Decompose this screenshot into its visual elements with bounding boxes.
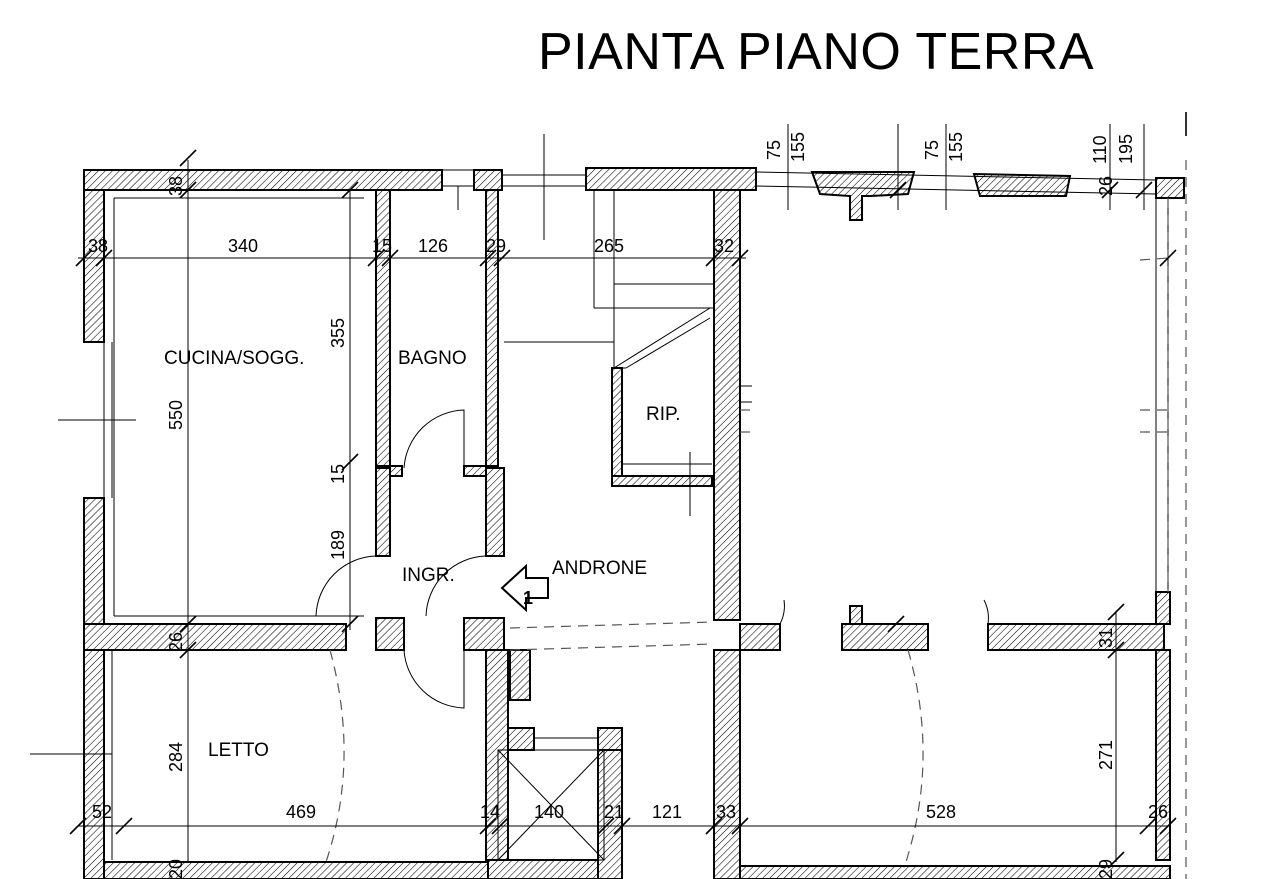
dim-label: 110 <box>1090 135 1110 164</box>
wall-kitchen-bedroom <box>83 623 347 651</box>
wall-top-pillar <box>473 169 503 191</box>
dim-label: 75 <box>764 140 784 160</box>
dim-label: 29 <box>1096 859 1116 879</box>
room-label-ingr: INGR. <box>402 565 455 586</box>
dim-label: 32 <box>714 236 734 256</box>
room-label-bagno: BAGNO <box>398 348 467 369</box>
dim-label: 126 <box>418 236 448 256</box>
dim-label: 26 <box>166 632 186 652</box>
entrance-marker: 1 <box>523 588 533 608</box>
wall-kitchen-ingr <box>375 467 391 557</box>
dim-label: 550 <box>166 400 186 430</box>
dim-label: 271 <box>1096 740 1116 770</box>
dim-label: 284 <box>166 742 186 772</box>
room-labels: CUCINA/SOGG. BAGNO RIP. INGR. ANDRONE LE… <box>164 348 681 761</box>
dim-label: 33 <box>716 802 736 822</box>
dim-label: 29 <box>486 236 506 256</box>
dim-label: 15 <box>372 236 392 256</box>
room-label-letto: LETTO <box>208 740 269 761</box>
dim-label: 155 <box>788 132 808 162</box>
room-label-androne: ANDRONE <box>552 558 647 579</box>
dim-label: 469 <box>286 802 316 822</box>
dim-label: 121 <box>652 802 682 822</box>
dim-label: 265 <box>594 236 624 256</box>
dimension-lines <box>69 124 1177 869</box>
wall-rip-bottom <box>611 475 713 487</box>
dim-label: 155 <box>946 132 966 162</box>
dim-label: 189 <box>328 530 348 560</box>
dimension-labels: 38 340 15 126 29 265 32 52 469 14 140 21… <box>88 132 1168 879</box>
dim-label: 21 <box>604 802 624 822</box>
room-label-cucina: CUCINA/SOGG. <box>164 348 304 369</box>
dim-label: 38 <box>166 176 186 196</box>
dim-label: 75 <box>922 140 942 160</box>
dim-label: 195 <box>1116 134 1136 164</box>
wall-central-lower <box>713 649 741 879</box>
dim-label: 20 <box>166 859 186 879</box>
dim-label: 14 <box>480 802 500 822</box>
wall-ingr-androne <box>485 467 505 557</box>
dim-label: 26 <box>1148 802 1168 822</box>
dim-label: 26 <box>1096 176 1116 196</box>
wall-kitchen-bath <box>375 189 391 467</box>
room-label-rip: RIP. <box>646 404 681 425</box>
wall-bath-androne <box>485 189 499 467</box>
dim-label: 140 <box>534 802 564 822</box>
thin-lines <box>30 112 1187 879</box>
entrance-arrow-icon: 1 <box>500 563 549 613</box>
wall-rip-left <box>611 367 623 487</box>
walls <box>83 167 1185 879</box>
dim-label: 31 <box>1096 628 1116 648</box>
wall-top-stair <box>585 167 757 191</box>
dim-label: 528 <box>926 802 956 822</box>
dim-label: 52 <box>92 802 112 822</box>
dim-label: 355 <box>328 318 348 348</box>
dim-label: 38 <box>88 236 108 256</box>
page-title: PIANTA PIANO TERRA <box>538 23 1095 81</box>
wall-top-kitchen <box>83 169 443 191</box>
dim-label: 340 <box>228 236 258 256</box>
dim-label: 15 <box>328 464 348 484</box>
